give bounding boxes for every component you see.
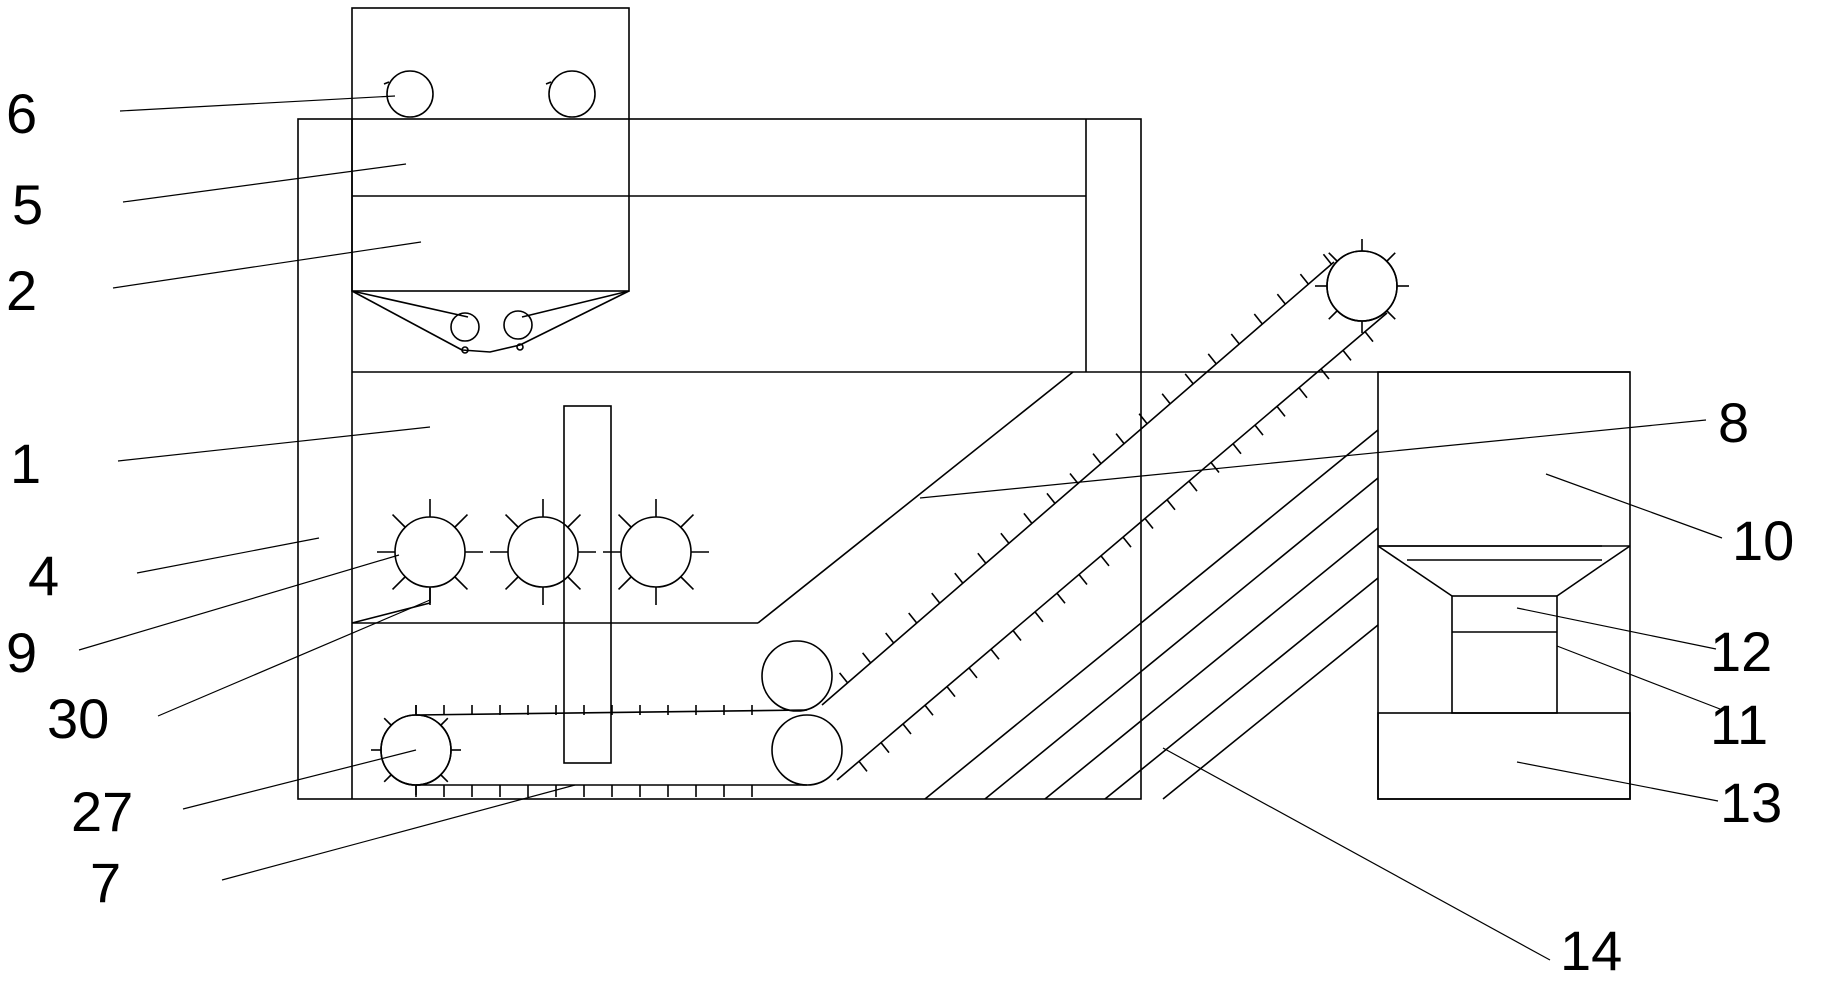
discharge-unit bbox=[1377, 371, 1631, 800]
incline-tooth bbox=[954, 572, 964, 584]
spiked-roller bbox=[394, 516, 466, 588]
incline-tooth bbox=[931, 592, 941, 604]
roller-spike bbox=[383, 717, 392, 726]
incline-tooth bbox=[1207, 353, 1217, 365]
label-30: 30 bbox=[47, 687, 109, 750]
incline-tooth bbox=[1320, 368, 1330, 380]
label-4: 4 bbox=[28, 544, 59, 607]
incline-tooth bbox=[1298, 387, 1308, 399]
spiked-rollers bbox=[351, 499, 709, 795]
incline-tooth bbox=[1078, 574, 1088, 586]
reference-numerals: 6 5 2 1 4 9 30 27 7 8 10 12 11 13 14 bbox=[6, 82, 1794, 982]
incline-tooth bbox=[1188, 480, 1198, 492]
label-13: 13 bbox=[1720, 771, 1782, 834]
label-5: 5 bbox=[12, 173, 43, 236]
incline-tooth bbox=[990, 648, 1000, 660]
middle-compartment bbox=[352, 371, 1630, 764]
incline-tooth bbox=[924, 704, 934, 716]
label-11: 11 bbox=[1710, 693, 1768, 756]
main-housing bbox=[297, 118, 1142, 800]
hatched-section bbox=[924, 429, 1379, 800]
incline-tooth bbox=[902, 723, 912, 735]
incline-tooth bbox=[908, 612, 918, 624]
roller-spike bbox=[383, 774, 392, 783]
incline-tooth bbox=[1184, 373, 1194, 385]
incline-tooth bbox=[1210, 461, 1220, 473]
roller-spike bbox=[567, 513, 582, 528]
roller-spike bbox=[504, 513, 519, 528]
incline-tooth bbox=[1276, 293, 1286, 305]
incline-tooth bbox=[1161, 393, 1171, 405]
roller-spike bbox=[391, 576, 406, 591]
incline-tooth bbox=[885, 632, 895, 644]
incline-tooth bbox=[1034, 611, 1044, 623]
incline-tooth bbox=[1276, 405, 1286, 417]
top-pulley-spikes bbox=[1326, 250, 1398, 322]
label-10: 10 bbox=[1732, 509, 1794, 572]
incline-tooth bbox=[1299, 273, 1310, 285]
label-6: 6 bbox=[6, 82, 37, 145]
inclined-conveyor bbox=[821, 239, 1409, 781]
incline-tooth bbox=[1023, 512, 1033, 524]
incline-tooth bbox=[1166, 499, 1176, 511]
incline-tooth bbox=[1138, 413, 1148, 425]
incline-tooth bbox=[1342, 349, 1352, 361]
incline-tooth bbox=[946, 686, 956, 698]
roller-spike bbox=[1328, 310, 1338, 320]
incline-tooth bbox=[1230, 333, 1240, 345]
label-1: 1 bbox=[10, 432, 41, 495]
roller-spike bbox=[680, 576, 695, 591]
incline-tooth bbox=[1046, 492, 1056, 504]
incline-tooth bbox=[977, 552, 987, 564]
incline-tooth bbox=[968, 667, 978, 679]
roller-spike bbox=[454, 576, 469, 591]
roller-spike bbox=[617, 576, 632, 591]
label-27: 27 bbox=[71, 780, 133, 843]
roller-spike bbox=[1386, 310, 1396, 320]
incline-tooth bbox=[858, 760, 868, 772]
horizontal-conveyor bbox=[380, 640, 843, 797]
roller-spike bbox=[1386, 252, 1396, 262]
incline-tooth bbox=[1254, 424, 1264, 436]
roller-spike bbox=[680, 513, 695, 528]
label-7: 7 bbox=[90, 851, 121, 914]
incline-tooth bbox=[880, 742, 890, 754]
incline-tooth bbox=[1000, 532, 1010, 544]
label-9: 9 bbox=[6, 621, 37, 684]
roller-spike bbox=[391, 513, 406, 528]
incline-tooth bbox=[1122, 536, 1132, 548]
roller-spike bbox=[567, 576, 582, 591]
label-12: 12 bbox=[1710, 620, 1772, 683]
incline-tooth bbox=[1253, 313, 1263, 325]
incline-tooth bbox=[1069, 473, 1079, 484]
incline-tooth bbox=[1012, 630, 1022, 642]
incline-tooth bbox=[1100, 555, 1110, 567]
incline-tooth bbox=[1115, 433, 1125, 445]
feed-hopper bbox=[351, 7, 630, 354]
roller-spike bbox=[504, 576, 519, 591]
label-14: 14 bbox=[1560, 919, 1622, 982]
incline-tooth bbox=[1364, 331, 1374, 343]
spiked-roller bbox=[620, 516, 692, 588]
label-8: 8 bbox=[1718, 391, 1749, 454]
roller-spike bbox=[454, 513, 469, 528]
roller-spike bbox=[617, 513, 632, 528]
top-rollers bbox=[383, 70, 596, 118]
incline-tooth bbox=[1322, 253, 1333, 265]
incline-tooth bbox=[1092, 453, 1102, 465]
incline-tooth bbox=[838, 672, 849, 684]
leader-lines bbox=[78, 95, 1723, 961]
roller-spike bbox=[1328, 252, 1338, 262]
incline-tooth bbox=[1144, 517, 1154, 529]
roller-rod bbox=[351, 602, 431, 624]
incline-tooth bbox=[1232, 443, 1242, 455]
label-2: 2 bbox=[6, 259, 37, 322]
roller-spike bbox=[440, 717, 449, 726]
roller-spike bbox=[440, 774, 449, 783]
incline-tooth bbox=[1056, 592, 1066, 604]
spiked-roller bbox=[507, 516, 579, 588]
incline-tooth bbox=[862, 652, 872, 664]
